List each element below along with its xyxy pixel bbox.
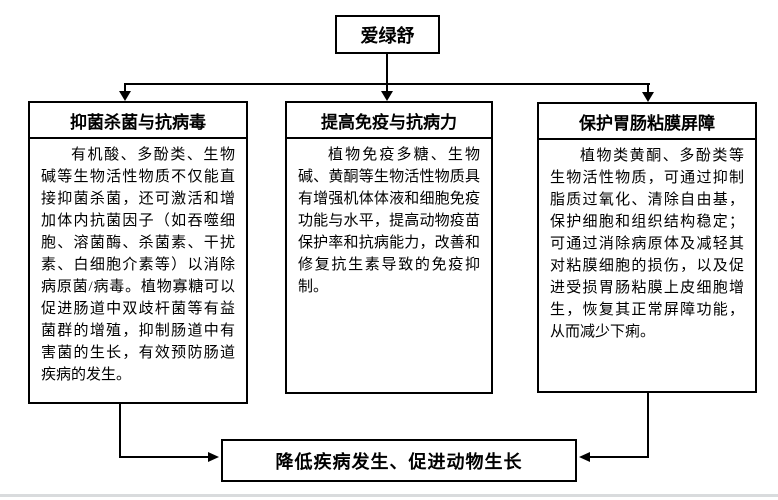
branch-title-text: 保护胃肠粘膜屏障 [579, 113, 715, 133]
arrowhead-left-icon [579, 452, 590, 462]
arrowhead-down-left-icon [119, 91, 131, 101]
connector-root-vertical-line [386, 54, 388, 83]
branch-title: 提高免疫与抗病力 [287, 103, 491, 139]
connector-left-elbow-horizontal-line [119, 456, 209, 458]
branch-body-text: 植物类黄酮、多酚类等生物活性物质，可通过抑制脂质过氧化、清除自由基，保护细胞和组… [550, 148, 744, 340]
connector-left-stub-line [124, 85, 126, 92]
root-node-label: 爱绿舒 [360, 25, 415, 46]
branch-node-mucosa-protection: 保护胃肠粘膜屏障 植物类黄酮、多酚类等生物活性物质，可通过抑制脂质过氧化、清除自… [537, 102, 757, 393]
arrowhead-down-right-icon [642, 92, 654, 102]
branch-node-immunity: 提高免疫与抗病力 植物免疫多糖、生物碱、黄酮等生物活性物质具有增强机体体液和细胞… [285, 101, 493, 394]
branch-title: 抑菌杀菌与抗病毒 [30, 103, 246, 139]
arrowhead-down-center-icon [381, 91, 393, 101]
connector-left-elbow-vertical-line [119, 404, 121, 458]
root-node: 爱绿舒 [335, 15, 440, 54]
page-bottom-edge-line [0, 494, 778, 497]
connector-horizontal-rail-line [124, 83, 650, 85]
branch-body-text: 植物免疫多糖、生物碱、黄酮等生物活性物质具有增强机体体液和细胞免疫功能与水平，提… [298, 147, 480, 295]
connector-center-stub-line [386, 85, 388, 92]
branch-title-text: 抑菌杀菌与抗病毒 [70, 112, 206, 132]
branch-body-text: 有机酸、多酚类、生物碱等生物活性物质不仅能直接抑菌杀菌，还可激活和增加体内抗菌因… [41, 147, 235, 383]
connector-right-stub-line [647, 85, 649, 92]
branch-node-antibacterial: 抑菌杀菌与抗病毒 有机酸、多酚类、生物碱等生物活性物质不仅能直接抑菌杀菌，还可激… [28, 101, 248, 404]
connector-right-elbow-vertical-line [647, 393, 649, 458]
arrowhead-right-icon [208, 452, 219, 462]
connector-right-elbow-horizontal-line [589, 456, 649, 458]
outcome-node: 降低疾病发生、促进动物生长 [221, 439, 577, 482]
branch-title: 保护胃肠粘膜屏障 [539, 104, 755, 140]
branch-title-text: 提高免疫与抗病力 [321, 112, 457, 132]
outcome-node-label: 降低疾病发生、促进动物生长 [275, 451, 523, 472]
